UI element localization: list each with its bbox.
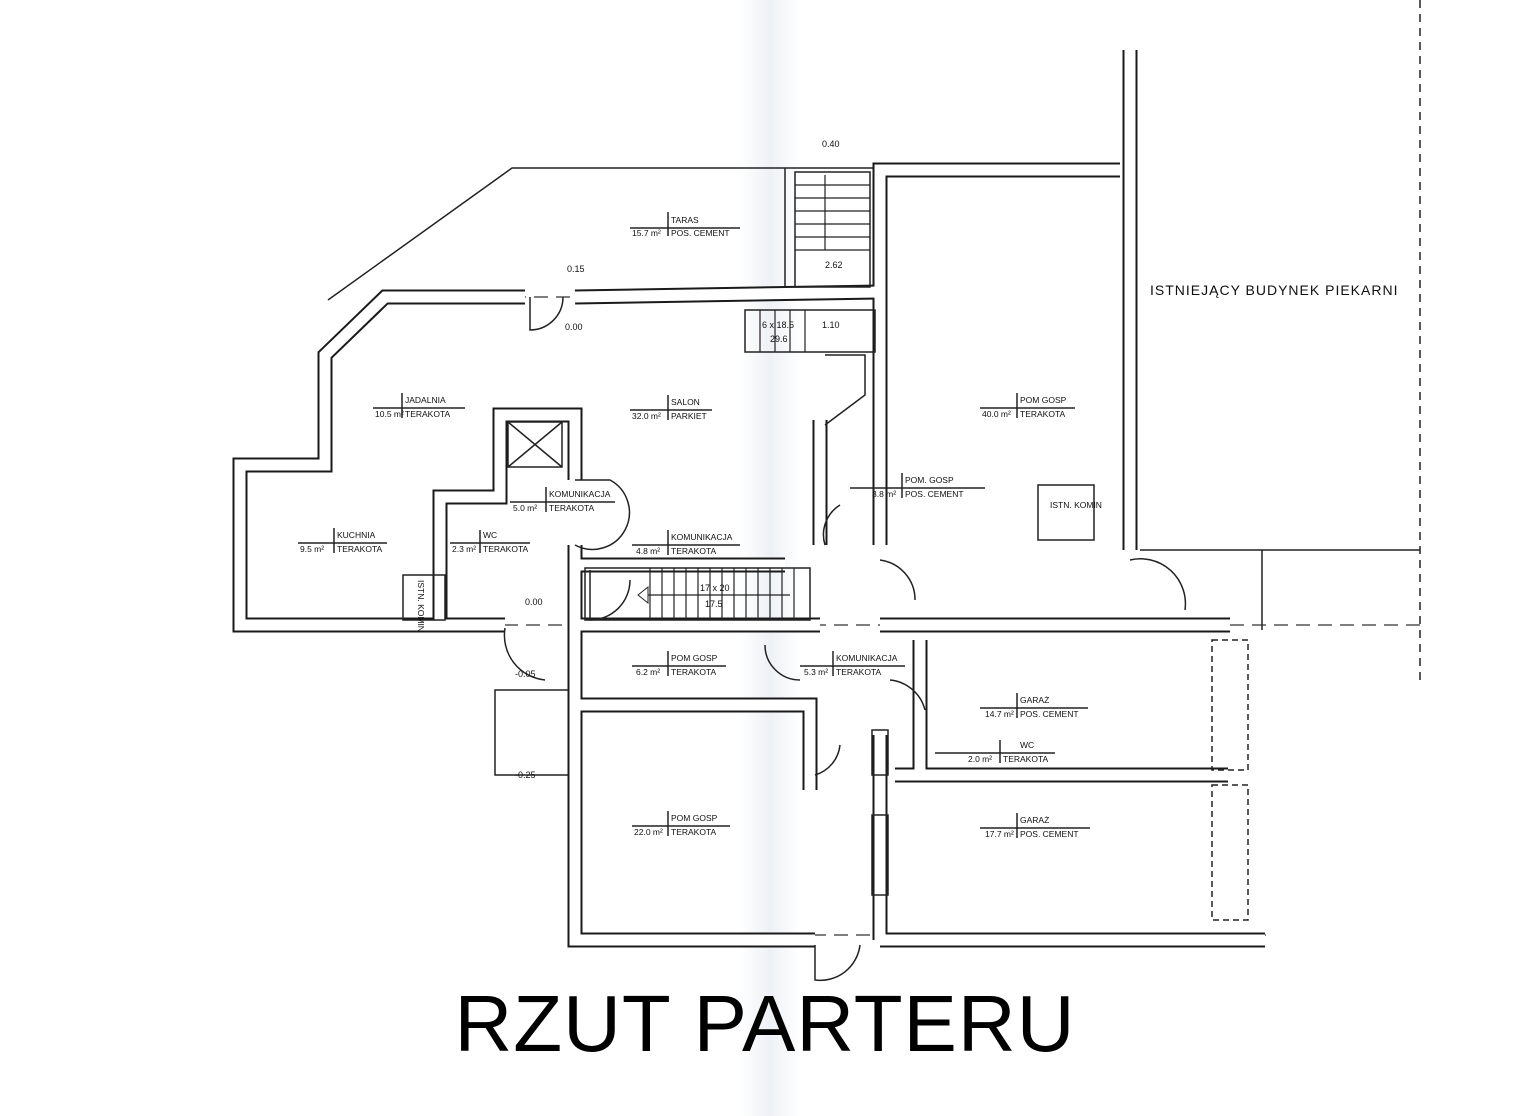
- room-name: KOMUNIKACJA: [549, 489, 611, 499]
- room-pom-gosp-40: POM GOSP 40.0 m² TERAKOTA: [980, 393, 1075, 419]
- room-finish: TERAKOTA: [337, 544, 383, 554]
- stair-run-upper: 29.6: [770, 334, 788, 344]
- room-area: 22.0 m²: [634, 827, 663, 837]
- stair-steps-upper: 6 x 18.5: [762, 320, 794, 330]
- stairs: 6 x 18.5 29.6 17 x 20 17.5: [584, 171, 876, 621]
- room-finish: TERAKOTA: [549, 503, 595, 513]
- room-finish: TERAKOTA: [405, 409, 451, 419]
- stair-run-lower: 17.5: [705, 599, 723, 609]
- room-area: 9.5 m²: [300, 544, 324, 554]
- room-komunikacja-5-0: KOMUNIKACJA 5.0 m² TERAKOTA: [510, 487, 615, 513]
- room-name: JADALNIA: [405, 395, 446, 405]
- room-area: 40.0 m²: [982, 409, 1011, 419]
- room-finish: TERAKOTA: [671, 667, 717, 677]
- room-taras: TARAS 15.7 m² POS. CEMENT: [630, 212, 740, 238]
- room-finish: POS. CEMENT: [1020, 829, 1079, 839]
- room-area: 14.7 m²: [985, 709, 1014, 719]
- room-pom-gosp-3-8: POM. GOSP 3.8 m² POS. CEMENT: [850, 473, 985, 499]
- room-area: 17.7 m²: [985, 829, 1014, 839]
- room-name: WC: [483, 530, 497, 540]
- room-finish: POS. CEMENT: [905, 489, 964, 499]
- room-area: 4.8 m²: [636, 546, 660, 556]
- room-finish: PARKIET: [671, 411, 707, 421]
- level-mark: 0.00: [565, 322, 583, 332]
- room-komunikacja-4-8: KOMUNIKACJA 4.8 m² TERAKOTA: [632, 530, 740, 556]
- room-garaz-17-7: GARAŻ 17.7 m² POS. CEMENT: [980, 813, 1090, 839]
- walls: [232, 50, 1265, 948]
- room-pom-gosp-6-2: POM GOSP 6.2 m² TERAKOTA: [632, 651, 726, 677]
- room-name: GARAŻ: [1020, 815, 1049, 825]
- room-name: WC: [1020, 740, 1034, 750]
- page-title: RZUT PARTERU: [454, 979, 1076, 1068]
- level-mark: 1.10: [822, 320, 840, 330]
- room-wc-2-0: WC 2.0 m² TERAKOTA: [935, 740, 1055, 764]
- room-salon: SALON 32.0 m² PARKIET: [630, 395, 712, 421]
- level-mark: 0.40: [822, 139, 840, 149]
- room-area: 6.2 m²: [636, 667, 660, 677]
- level-mark: 0.15: [567, 264, 585, 274]
- room-area: 10.5 m²: [375, 409, 404, 419]
- room-finish: TERAKOTA: [483, 544, 529, 554]
- room-name: GARAŻ: [1020, 695, 1049, 705]
- room-finish: TERAKOTA: [671, 546, 717, 556]
- room-area: 2.3 m²: [452, 544, 476, 554]
- room-pom-gosp-22: POM GOSP 22.0 m² TERAKOTA: [632, 811, 730, 837]
- room-area: 32.0 m²: [632, 411, 661, 421]
- room-wc-2-3: WC 2.3 m² TERAKOTA: [450, 530, 530, 554]
- room-finish: TERAKOTA: [836, 667, 882, 677]
- room-finish: POS. CEMENT: [671, 228, 730, 238]
- level-mark: 2.62: [825, 260, 843, 270]
- chimney-label: ISTN. KOMIN: [1050, 500, 1102, 510]
- room-name: POM GOSP: [671, 653, 718, 663]
- room-kuchnia: KUCHNIA 9.5 m² TERAKOTA: [298, 528, 387, 554]
- room-name: POM GOSP: [671, 813, 718, 823]
- existing-building-label: ISTNIEJĄCY BUDYNEK PIEKARNI: [1150, 282, 1398, 298]
- room-name: POM. GOSP: [905, 475, 954, 485]
- room-name: TARAS: [671, 215, 699, 225]
- level-mark: -0.25: [515, 770, 536, 780]
- terrace-outline: [327, 0, 1421, 776]
- chimney-label: ISTN. KOMIN: [416, 580, 426, 632]
- stair-steps-lower: 17 x 20: [700, 583, 730, 593]
- room-name: KOMUNIKACJA: [836, 653, 898, 663]
- room-area: 5.0 m²: [513, 503, 537, 513]
- room-area: 2.0 m²: [968, 754, 992, 764]
- level-marks: 0.40 0.15 2.62 0.00 1.10 0.00 -0.05 -0.2…: [515, 139, 843, 780]
- room-area: 5.3 m²: [804, 667, 828, 677]
- room-name: KOMUNIKACJA: [671, 532, 733, 542]
- level-mark: 0.00: [525, 597, 543, 607]
- room-finish: TERAKOTA: [1020, 409, 1066, 419]
- room-area: 15.7 m²: [632, 228, 661, 238]
- doors: [503, 296, 1187, 982]
- room-garaz-14-7: GARAŻ 14.7 m² POS. CEMENT: [980, 693, 1088, 719]
- room-finish: TERAKOTA: [1003, 754, 1049, 764]
- shafts: [402, 421, 1095, 896]
- room-name: SALON: [671, 397, 700, 407]
- room-komunikacja-5-3: KOMUNIKACJA 5.3 m² TERAKOTA: [800, 651, 905, 677]
- room-finish: TERAKOTA: [671, 827, 717, 837]
- room-name: POM GOSP: [1020, 395, 1067, 405]
- room-name: KUCHNIA: [337, 530, 376, 540]
- room-finish: POS. CEMENT: [1020, 709, 1079, 719]
- level-mark: -0.05: [515, 669, 536, 679]
- room-area: 3.8 m²: [872, 489, 896, 499]
